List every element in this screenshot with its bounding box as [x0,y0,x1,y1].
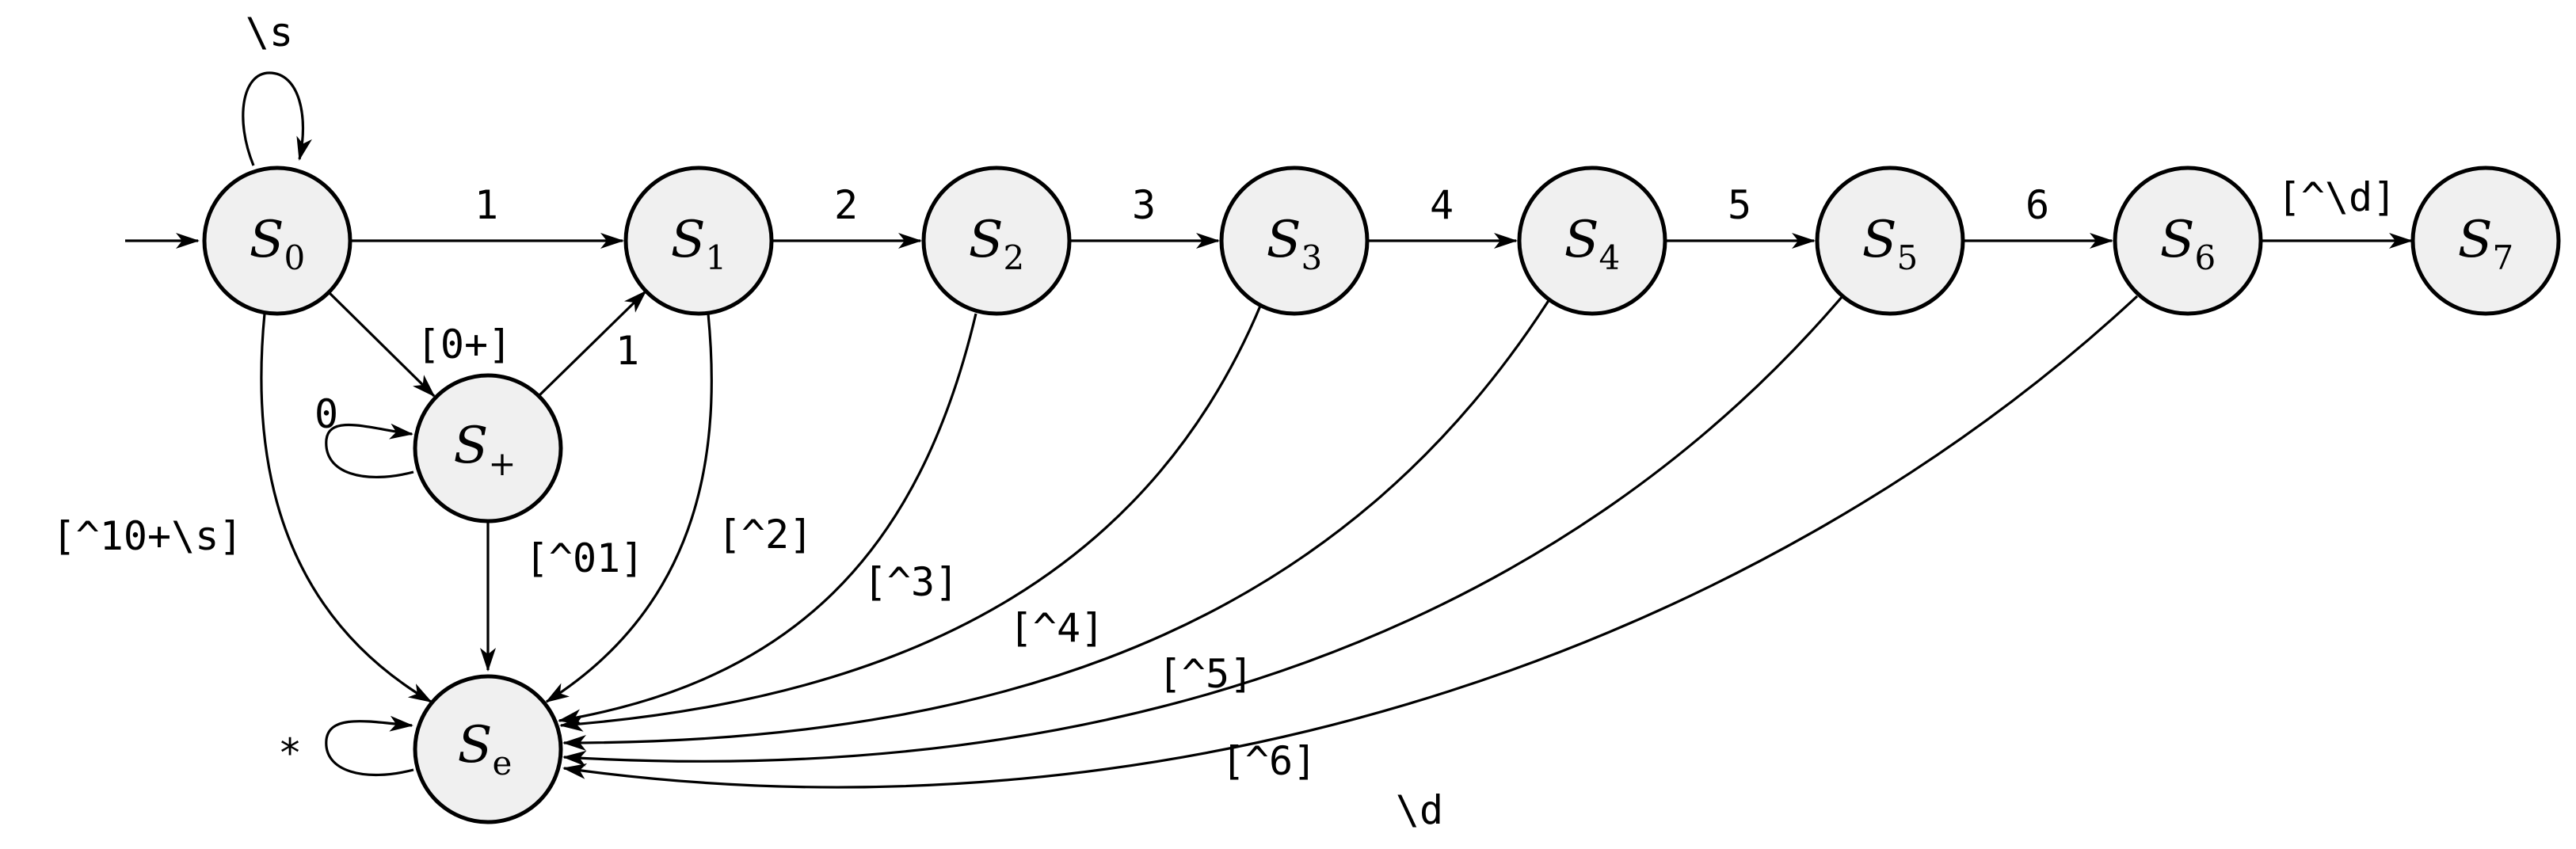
state-s4: S4 [1517,166,1667,316]
edge-s0-se [260,313,433,703]
svg-text:S1: S1 [671,211,727,277]
edge-s6-se [562,295,2139,789]
label-splus-loop: 0 [314,391,338,437]
state-s7: S7 [2410,166,2561,316]
state-splus: S+ [413,373,563,523]
label-splus-s1: 1 [615,328,639,374]
label-se-loop: * [278,730,302,776]
svg-text:S5: S5 [1862,211,1919,277]
label-s1-se: [^2] [718,512,813,558]
edge-s4-se [562,299,1551,751]
label-s0-splus: [0+] [417,322,512,367]
svg-text:S+: S+ [453,417,516,483]
svg-text:S0: S0 [250,211,306,277]
edge-splus-s1 [537,290,647,398]
edge-s0-loop [242,71,312,166]
label-s6-s7: [^\d] [2277,174,2397,220]
edge-s0-splus [328,291,436,398]
label-s2-se: [^3] [863,559,958,605]
state-s5: S5 [1815,166,1965,316]
states: S0 S1 S2 S3 S4 S5 S6 S7 [202,166,2561,824]
label-splus-se: [^01] [525,535,645,581]
label-s4-s5: 5 [1728,182,1751,228]
label-s4-se: [^5] [1158,651,1253,697]
label-s0-s1: 1 [474,182,498,228]
edge-se-loop [325,715,414,776]
label-s1-s2: 2 [834,182,858,228]
state-s0: S0 [202,166,352,316]
label-s3-se: [^4] [1009,605,1104,651]
svg-text:S6: S6 [2160,211,2216,277]
edge-s3-se [559,303,1263,732]
svg-text:S2: S2 [969,211,1025,277]
edge-splus-loop [325,423,414,478]
label-s2-s3: 3 [1132,182,1156,228]
state-s2: S2 [921,166,1072,316]
label-s5-s6: 6 [2025,182,2049,228]
edge-labels: \s 1 2 3 4 5 6 [^\d] [0+] 1 0 [^10+\s] [… [52,10,2397,833]
label-s6-se: \d [1396,787,1443,833]
label-s0-se: [^10+\s] [52,513,243,559]
svg-text:S3: S3 [1267,211,1323,277]
edge-s5-se [562,295,1844,767]
state-s1: S1 [623,166,774,316]
state-s3: S3 [1219,166,1370,316]
edges [125,71,2413,789]
label-s0-loop: \s [246,10,293,55]
label-s5-se: [^6] [1221,738,1317,784]
label-s3-s4: 4 [1430,182,1454,228]
state-se: Se [413,674,563,824]
edge-s1-se [545,313,713,703]
svg-text:S7: S7 [2458,211,2514,277]
svg-text:S4: S4 [1564,211,1621,277]
edge-s2-se [558,313,977,725]
state-s6: S6 [2113,166,2263,316]
svg-text:Se: Se [458,716,513,782]
